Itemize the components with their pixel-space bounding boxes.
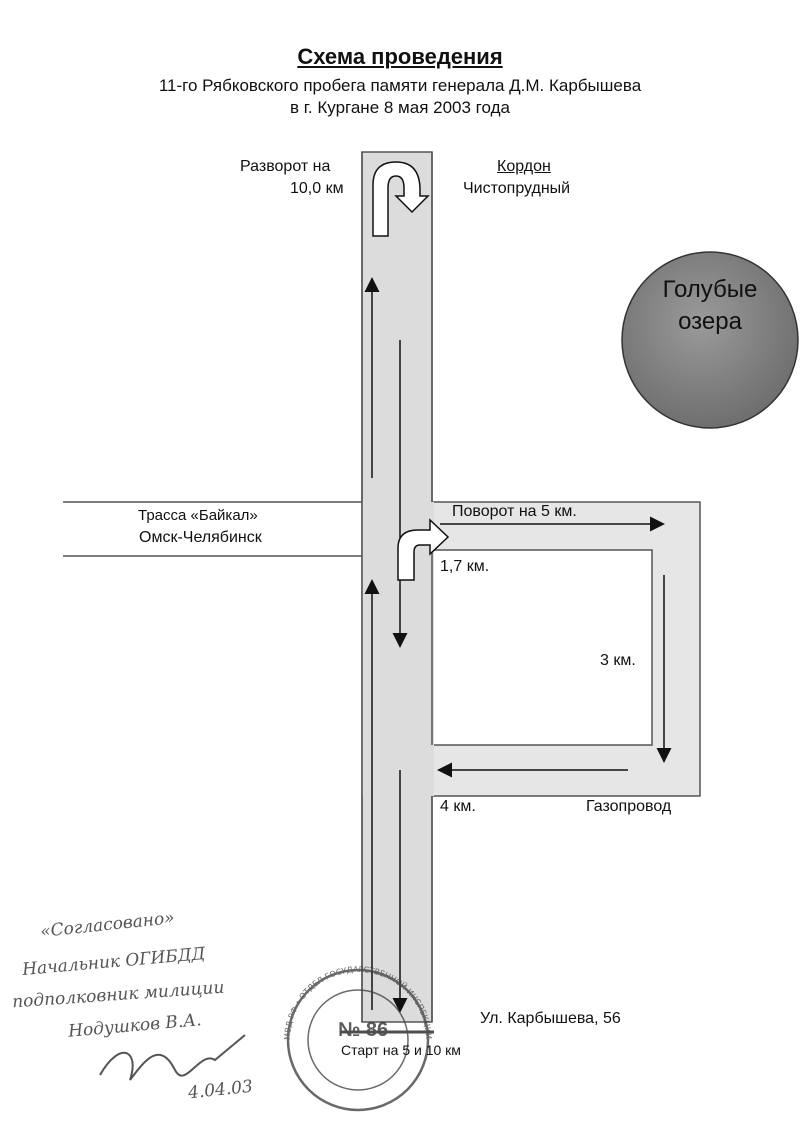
distance-4-label: 4 км. xyxy=(440,798,476,815)
turn-right-arrow xyxy=(397,518,450,581)
subtitle-line-2: в г. Кургане 8 мая 2003 года xyxy=(290,98,510,117)
turn-5km-label: Поворот на 5 км. xyxy=(452,503,577,520)
highway-route: Омск-Челябинск xyxy=(139,529,262,546)
turnaround-distance: 10,0 км xyxy=(290,180,344,197)
page-title: Схема проведения xyxy=(297,44,503,69)
distance-3-label: 3 км. xyxy=(600,652,636,669)
u-turn-arrow xyxy=(372,161,430,237)
highway-label: Трасса «Байкал» xyxy=(138,507,258,524)
lake-circle xyxy=(621,251,799,429)
lake-label-2: озера xyxy=(678,308,742,335)
cordon-name: Чистопрудный xyxy=(463,180,571,197)
street-address-label: Ул. Карбышева, 56 xyxy=(480,1010,621,1027)
gas-pipeline-label: Газопровод xyxy=(586,798,672,815)
subtitle-line-1: 11-го Рябковского пробега памяти генерал… xyxy=(158,76,642,95)
turnaround-label: Разворот на xyxy=(240,158,331,175)
start-label: Старт на 5 и 10 км xyxy=(341,1042,461,1058)
distance-1-7-label: 1,7 км. xyxy=(440,558,490,575)
signature-scribble xyxy=(99,1034,246,1081)
stamp-number: № 86 xyxy=(338,1019,388,1041)
cordon-label: Кордон xyxy=(497,158,551,175)
loop-road xyxy=(431,501,701,797)
lake-label-1: Голубые xyxy=(662,276,758,303)
